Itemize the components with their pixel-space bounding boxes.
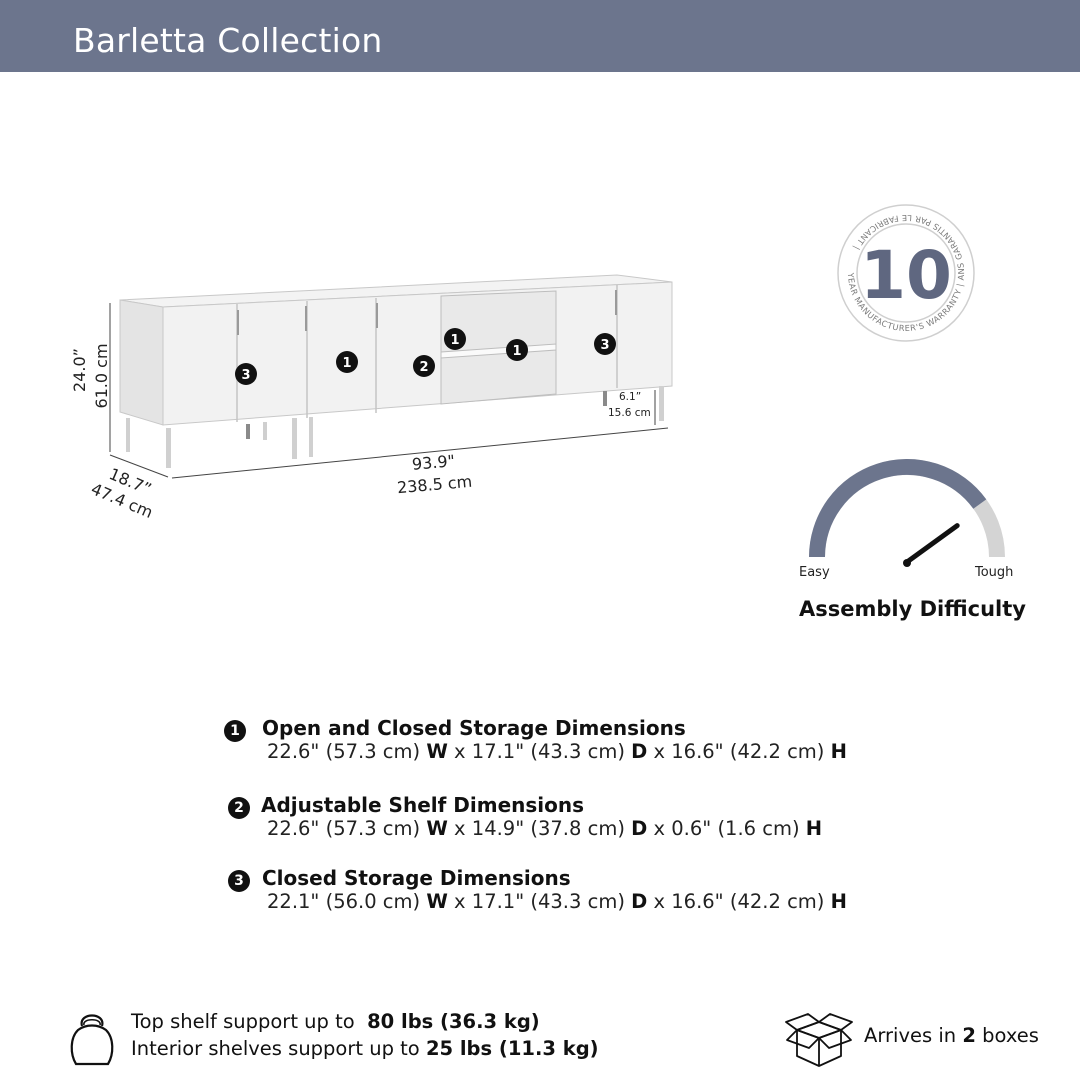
gauge-needle [904, 523, 960, 565]
leg [603, 391, 607, 406]
page-title: Barletta Collection [73, 21, 383, 60]
interior-shelf-support: Interior shelves support up to 25 lbs (1… [131, 1037, 599, 1060]
gauge-tough-label: Tough [975, 565, 1014, 580]
callout-markers: 3 1 2 1 1 3 [235, 328, 616, 385]
leg [166, 428, 171, 468]
leg [309, 417, 313, 457]
leg [126, 418, 130, 452]
assembly-difficulty-title: Assembly Difficulty [799, 597, 1026, 621]
leg-height-cm-label: 15.6 cm [608, 407, 651, 419]
dimension-spec: 22.6" (57.3 cm) W x 14.9" (37.8 cm) D x … [267, 817, 823, 840]
leg [263, 422, 267, 440]
callout-circle [594, 333, 616, 355]
callout-number: 1 [512, 344, 521, 359]
cabinet-side [119, 299, 164, 426]
open-box-icon [785, 1013, 853, 1067]
callout-number: 3 [241, 368, 250, 383]
callout-circle [413, 355, 435, 377]
dimension-spec: 22.6" (57.3 cm) W x 17.1" (43.3 cm) D x … [267, 740, 847, 763]
gauge-filled-arc [809, 459, 987, 558]
gauge-remaining-arc [809, 459, 1005, 558]
height-cm-label: 61.0 cm [92, 343, 111, 409]
difficulty-gauge [809, 459, 1005, 567]
warranty-badge: YEAR MANUFACTURER'S WARRANTY | ANS GARAN… [837, 204, 975, 342]
gauge-easy-label: Easy [799, 565, 830, 580]
width-inches-label: 93.9" [411, 451, 456, 474]
leg [292, 418, 297, 459]
callout-circle [506, 339, 528, 361]
callout-number: 3 [600, 338, 609, 353]
kettlebell-icon [70, 1014, 114, 1066]
gauge-pivot [903, 559, 911, 567]
callout-circle [336, 351, 358, 373]
tv-stand-diagram: 3 1 2 1 1 3 [109, 274, 673, 479]
callout-number: 1 [342, 356, 351, 371]
dimension-title: Open and Closed Storage Dimensions [262, 716, 686, 740]
cabinet-front [162, 281, 673, 426]
number-badge: 1 [224, 720, 246, 742]
dimension-title: Adjustable Shelf Dimensions [261, 793, 585, 817]
callout-number: 1 [450, 333, 459, 348]
callout-circle [235, 363, 257, 385]
callout-number: 2 [419, 360, 428, 375]
header-bar: Barletta Collection [0, 0, 1080, 72]
width-dimension-line [171, 427, 669, 479]
boxes-count-text: Arrives in 2 boxes [864, 1024, 1039, 1047]
depth-dimension-line [109, 454, 169, 478]
dimension-title: Closed Storage Dimensions [262, 866, 571, 890]
leg-height-inches-label: 6.1” [619, 391, 642, 403]
number-badge: 2 [228, 797, 250, 819]
leg [246, 424, 250, 439]
callout-circle [444, 328, 466, 350]
warranty-years: 10 [860, 237, 952, 314]
leg [659, 386, 664, 421]
dimension-spec: 22.1" (56.0 cm) W x 17.1" (43.3 cm) D x … [267, 890, 847, 913]
number-badge: 3 [228, 870, 250, 892]
top-shelf-support: Top shelf support up to 80 lbs (36.3 kg) [131, 1010, 540, 1033]
height-inches-label: 24.0” [70, 348, 89, 392]
